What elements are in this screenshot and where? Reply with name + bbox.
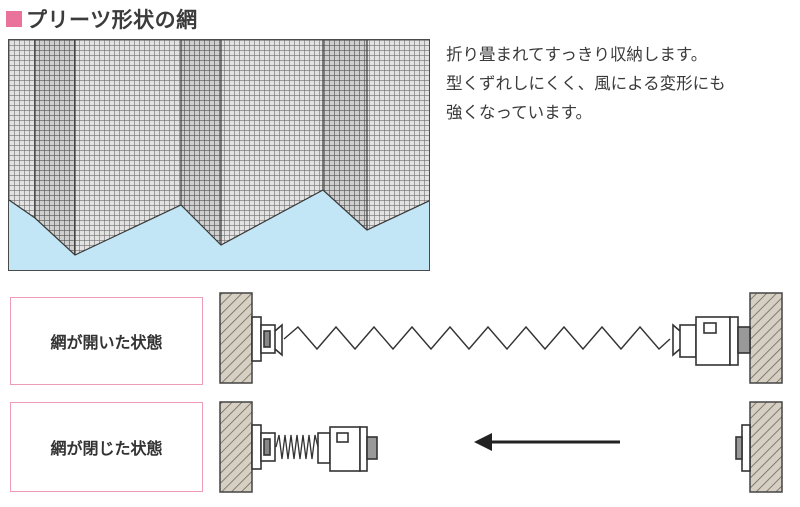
mechanism-diagram	[219, 292, 783, 493]
right-frame-profile-icon	[672, 316, 751, 366]
open-state-label-box: 網が開いた状態	[10, 297, 203, 385]
closed-mesh-spring	[275, 434, 319, 460]
pleated-mesh-illustration	[8, 39, 430, 271]
closed-state-label: 網が閉じた状態	[50, 439, 163, 458]
description-line: 折り畳まれてすっきり収納します。	[446, 45, 708, 64]
open-state-diagram	[219, 292, 783, 384]
description-line: 強くなっています。	[446, 103, 593, 122]
left-frame-profile-icon	[251, 424, 276, 470]
title-marker-icon	[6, 11, 22, 27]
left-frame-profile-icon	[251, 316, 283, 362]
open-state-label: 網が開いた状態	[50, 333, 163, 352]
arrow-left-icon	[474, 433, 620, 451]
right-wall-icon	[749, 292, 783, 384]
closed-sash-icon	[317, 426, 378, 472]
section-title-text: プリーツ形状の網	[26, 8, 198, 32]
pleated-mesh-svg	[9, 40, 429, 270]
section-title: プリーツ形状の網	[6, 4, 198, 34]
closed-state-diagram	[219, 401, 783, 493]
description-line: 型くずれしにくく、風による変形にも	[446, 74, 726, 93]
description: 折り畳まれてすっきり収納します。 型くずれしにくく、風による変形にも 強くなって…	[446, 40, 791, 127]
right-frame-profile-icon	[735, 424, 751, 472]
right-wall-icon	[749, 401, 783, 493]
closed-state-label-box: 網が閉じた状態	[10, 402, 203, 492]
left-wall-icon	[219, 292, 253, 384]
open-mesh-zigzag	[283, 325, 671, 351]
left-wall-icon	[219, 401, 253, 493]
